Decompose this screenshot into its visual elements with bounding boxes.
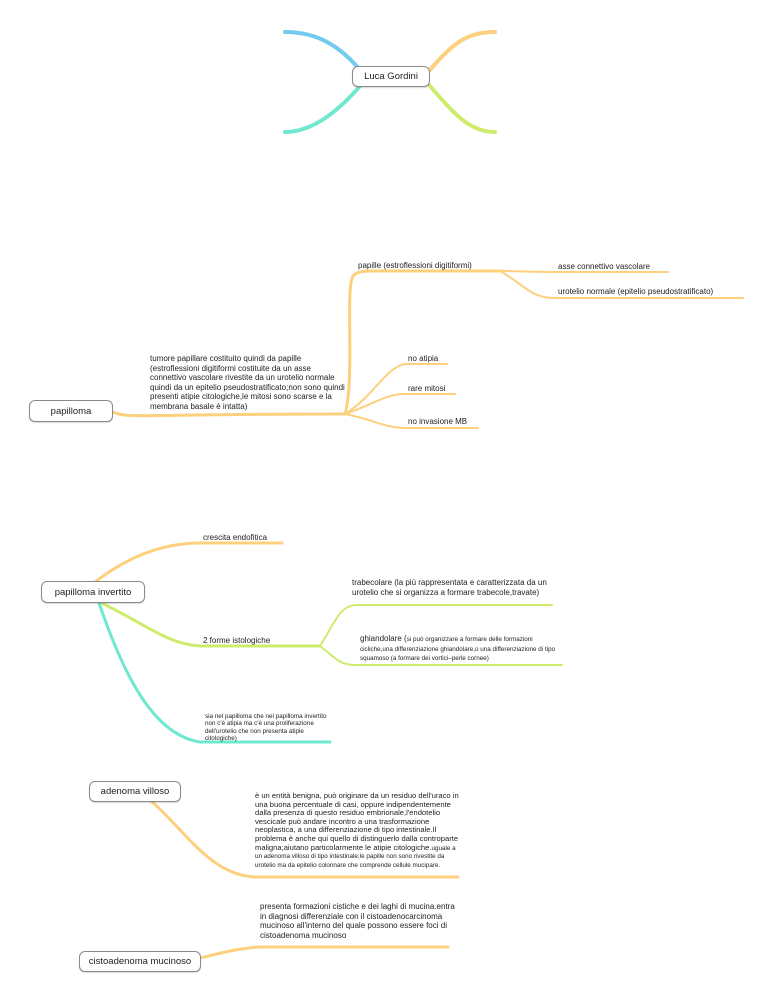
ghiandolare-detail: si può organizzare a formare delle forma… [360, 636, 556, 662]
central-node[interactable]: Luca Gordini [352, 66, 430, 87]
papilloma-description: tumore papillare costituito quindi da pa… [150, 354, 345, 411]
asse-label: asse connettivo vascolare [558, 262, 651, 271]
description-to-atipia [344, 363, 448, 415]
description-to-papille [343, 269, 504, 416]
central-branch-bottom-left [283, 84, 362, 134]
cisto-to-text [198, 945, 450, 960]
central-branch-top-right [428, 30, 497, 72]
central-branch-top-left [283, 30, 362, 72]
crescita-label: crescita endofitica [203, 533, 268, 542]
adenoma-text: è un entità benigna, può originare da un… [255, 791, 460, 869]
cisto-text: presenta formazioni cistiche e dei laghi… [260, 902, 455, 940]
invertito-to-forme [93, 598, 322, 648]
cistoadenoma-mucinoso-node[interactable]: cistoadenoma mucinoso [79, 951, 201, 972]
invertito-to-crescita [93, 541, 284, 584]
invasione-label: no invasione MB [408, 417, 468, 426]
central-branch-bottom-right [428, 84, 497, 134]
forme-to-ghiandolare [319, 645, 563, 666]
description-to-invasione [344, 413, 479, 429]
nota-label: sia nel papilloma che nel papilloma inve… [205, 713, 327, 742]
trabecolare-label: trabecolare (la più rappresentata e cara… [352, 578, 547, 597]
mitosi-label: rare mitosi [408, 384, 446, 393]
urotelio-label: urotelio normale (epitelio pseudostratif… [558, 287, 714, 296]
papille-to-asse [499, 270, 669, 273]
papilloma-invertito-node[interactable]: papilloma invertito [41, 581, 145, 603]
description-to-mitosi [344, 393, 456, 415]
papille-label: papille (estroflessioni digitiformi) [358, 261, 472, 270]
papilloma-node[interactable]: papilloma [29, 400, 113, 422]
adenoma-to-text [148, 798, 460, 879]
invertito-to-nota [96, 598, 332, 744]
papille-to-urotelio [499, 270, 744, 299]
adenoma-villoso-node[interactable]: adenoma villoso [89, 781, 181, 802]
ghiandolare-main: ghiandolare ( [360, 634, 407, 643]
forme-label: 2 forme istologiche [203, 636, 271, 645]
ghiandolare-label: ghiandolare (si può organizzare a formar… [360, 634, 560, 663]
papilloma-to-description [111, 410, 347, 418]
adenoma-text-small: uguale a un adenoma villoso di tipo inte… [255, 844, 456, 869]
atipia-label: no atipia [408, 354, 439, 363]
forme-to-trabecolare [319, 604, 553, 647]
adenoma-text-main: è un entità benigna, può originare da un… [255, 791, 459, 852]
